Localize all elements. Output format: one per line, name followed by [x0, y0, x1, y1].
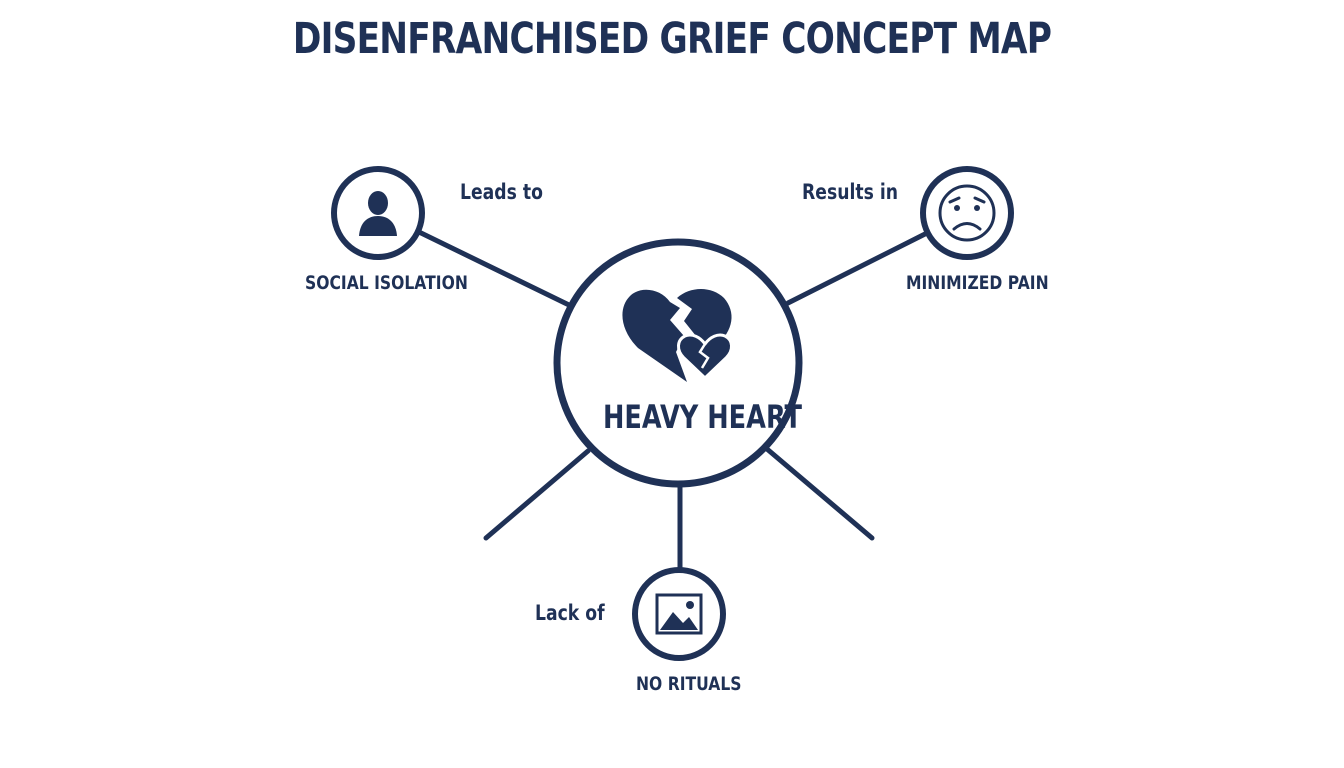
node-label-no-rituals: NO RITUALS: [636, 673, 742, 695]
page-title: DISENFRANCHISED GRIEF CONCEPT MAP: [292, 14, 1052, 64]
node-minimized-pain: [920, 166, 1014, 260]
node-label-social-isolation: SOCIAL ISOLATION: [305, 272, 468, 294]
node-social-isolation: [331, 166, 425, 260]
center-node: [553, 238, 803, 488]
center-node-label: HEAVY HEART: [603, 398, 802, 436]
connector-minimized-pain: [785, 230, 930, 306]
edge-label-lack-of: Lack of: [535, 601, 605, 625]
edge-label-results-in: Results in: [802, 180, 898, 204]
broken-heart-icon: [622, 289, 733, 382]
connector-social-isolation: [416, 229, 572, 308]
connector-unlabeled-right: [764, 446, 875, 541]
image-icon: [655, 593, 703, 635]
sad-face-icon: [938, 184, 996, 242]
node-label-minimized-pain: MINIMIZED PAIN: [906, 272, 1049, 294]
node-no-rituals: [632, 567, 726, 661]
connector-unlabeled-left: [483, 448, 591, 541]
person-icon: [359, 191, 397, 236]
edge-label-leads-to: Leads to: [460, 180, 543, 204]
